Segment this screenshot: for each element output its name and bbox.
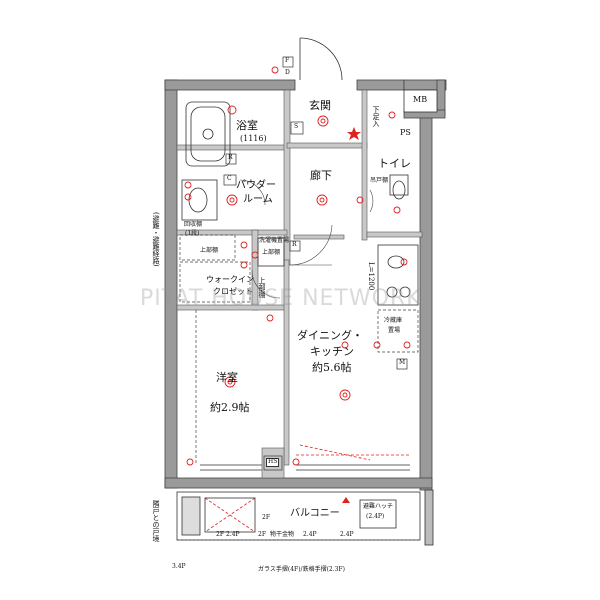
note-reizouko-2: 置場 (388, 327, 401, 334)
bathtub (185, 101, 231, 167)
note-p24a: 2.4P (226, 531, 240, 538)
room-yokushitsu-size: (1116) (240, 134, 267, 143)
room-walkin-line2: クロゼット (213, 287, 253, 296)
kitchen-counter (377, 244, 419, 306)
symbol-c: C (227, 175, 232, 182)
room-genkan: 玄関 (309, 99, 331, 112)
symbol-s: S (294, 123, 299, 130)
note-toilet-shelf: 吊戸棚 (370, 177, 389, 184)
note-p24b: 2.4P (303, 531, 317, 538)
note-p3: 3.4P (172, 563, 186, 570)
room-dining-line1: ダイニング・ (297, 329, 363, 342)
room-walkin-line1: ウォークイン (206, 275, 254, 284)
note-l1200: L=1200 (367, 262, 376, 291)
door-swings (239, 179, 374, 299)
room-powder-line2: ルーム (243, 194, 273, 205)
note-p2c: 2F (258, 531, 266, 538)
symbol-r2: R (292, 241, 297, 248)
symbol-r1: R (228, 154, 233, 161)
electrical-symbols (184, 66, 411, 466)
note-left-bottom-vertical: 隣戸との戸境 (152, 500, 161, 542)
small-boxes (223, 56, 408, 471)
room-dining-size: 約5.6帖 (312, 361, 352, 374)
note-sentaku-1: 洗濯機置場 (259, 237, 290, 244)
symbol-f: F (285, 57, 290, 64)
room-rouka: 廊下 (310, 169, 332, 182)
shelves (179, 234, 419, 465)
note-jobukura-1: 上部棚 (200, 247, 219, 254)
note-monohoshi: 物干金物 (270, 531, 295, 538)
red-markings (204, 444, 410, 533)
room-mb: MB (413, 95, 428, 104)
note-sentaku-2: 上部棚 (262, 249, 281, 256)
toilet-fixture (389, 174, 409, 200)
note-p2b: 2F (216, 531, 224, 538)
evac-triangle (342, 497, 350, 503)
note-kaikidan: 回収棚 (184, 221, 203, 228)
mb-box (403, 89, 438, 113)
note-jobukura-2: 上部棚 (258, 277, 267, 298)
symbol-d: D (285, 69, 290, 76)
note-left-vertical: (避難・避難経路) (152, 212, 161, 267)
note-evac-1: 避難ハッチ (363, 503, 394, 510)
room-youshitsu-size: 約2.9帖 (210, 401, 250, 414)
room-youshitsu: 洋室 (216, 371, 238, 384)
note-garasu: ガラス手摺(4F)/鉄格手摺(2.3F) (258, 566, 345, 573)
room-toilet: トイレ (378, 157, 411, 170)
balcony-windows (200, 464, 410, 471)
note-reizouko-1: 冷蔵庫 (384, 317, 403, 324)
watermark: PITAT HOUSE NETWORK (140, 286, 422, 311)
room-balcony: バルコニー (290, 508, 340, 519)
entrance-door (299, 37, 343, 81)
room-geta: 下足入 (372, 106, 381, 127)
symbol-m: M (399, 359, 406, 366)
note-p2a: 2F (262, 514, 270, 521)
room-powder-line1: パウダー (236, 180, 276, 191)
washing-machine (257, 237, 285, 267)
room-dining-line2: キッチン (310, 345, 354, 358)
note-p24c: 2.4P (340, 531, 354, 538)
room-yokushitsu: 浴室 (236, 119, 258, 132)
balcony (176, 489, 434, 546)
room-ps: PS (400, 128, 411, 137)
room-hs: HS (266, 458, 280, 467)
note-kaikidan-sub: (1段) (185, 230, 200, 237)
star-icon (347, 127, 361, 140)
outer-walls (164, 79, 447, 491)
note-evac-2: (2.4P) (366, 513, 385, 520)
interior-walls (176, 89, 423, 479)
